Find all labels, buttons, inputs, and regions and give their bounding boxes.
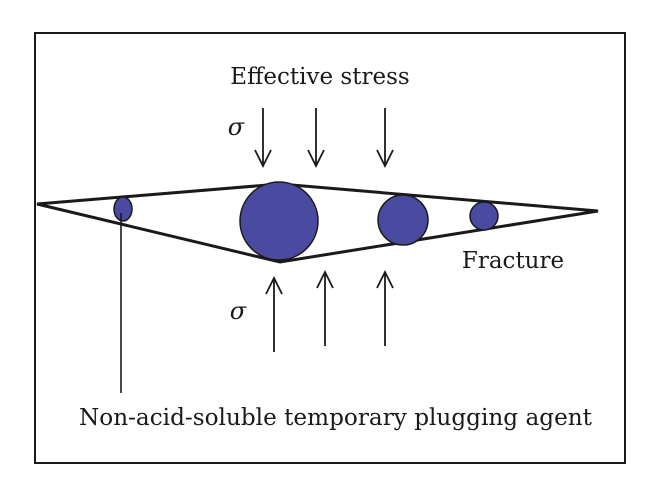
sigma-bottom-label: σ [230,297,247,325]
bottom-arrow-1-head [265,275,283,295]
sigma-top-label: σ [228,113,245,141]
bottom-stress-arrows [265,269,394,352]
particle-small-right [469,201,499,231]
fracture-outline [36,182,599,264]
bottom-arrow-2-head [316,269,334,289]
particle-medium [377,194,429,246]
particle-small-left [113,196,133,222]
bottom-arrow-3-head [376,269,394,289]
plugging-particles [113,181,499,261]
top-arrow-2-head [307,149,325,169]
fracture-label: Fracture [462,248,564,274]
diagram-frame [34,32,626,464]
plugging-agent-label: Non-acid-soluble temporary plugging agen… [79,405,593,431]
top-arrow-1-head [254,149,272,169]
top-stress-arrows [254,108,394,169]
particle-large [239,181,319,261]
effective-stress-label: Effective stress [230,64,409,90]
top-arrow-3-head [376,149,394,169]
